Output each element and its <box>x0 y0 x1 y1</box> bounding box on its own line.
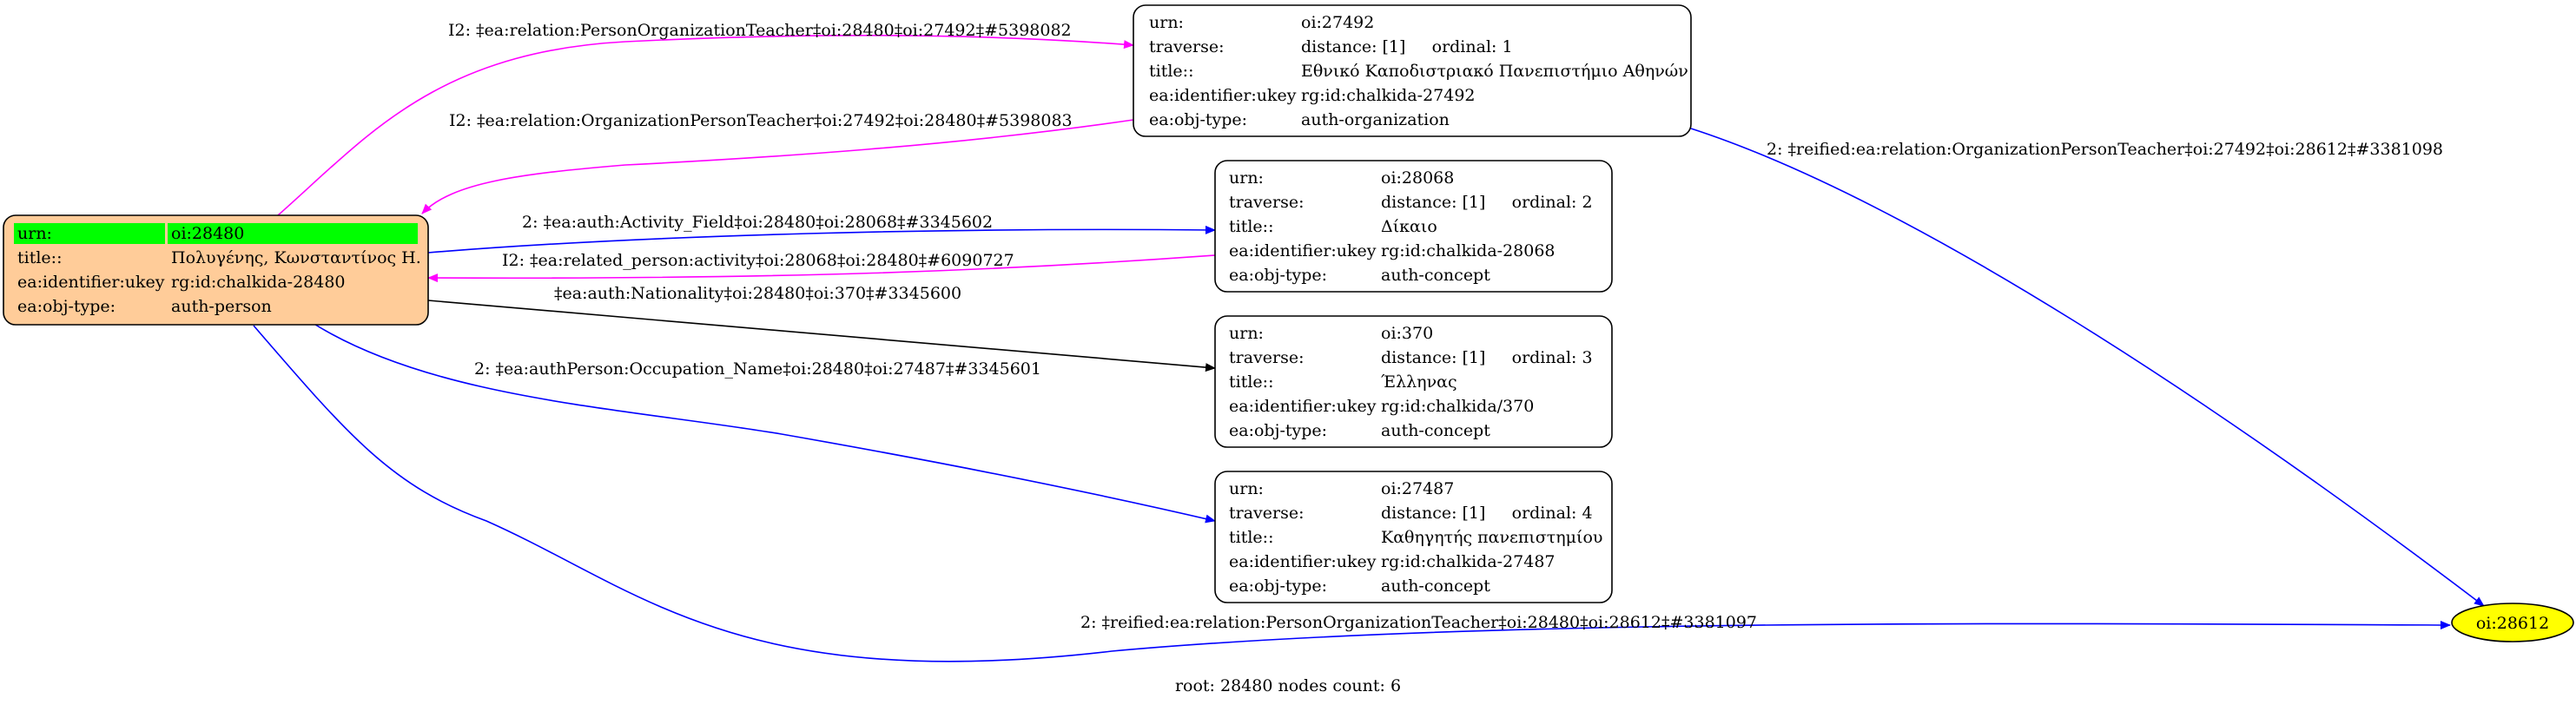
root-urn-key-highlight <box>14 223 165 244</box>
root-value: auth-person <box>171 297 272 316</box>
edge-labels: I2: ‡ea:relation:PersonOrganizationTeach… <box>448 21 2443 632</box>
node-28612[interactable]: oi:28612 <box>2451 603 2574 642</box>
edge-27492-to-28480 <box>421 119 1134 214</box>
edge-28480-to-28612 <box>253 325 2451 662</box>
node-key: ea:identifier:ukey <box>1229 397 1377 416</box>
node-value: distance: [1] ordinal: 2 <box>1381 193 1593 212</box>
root-key: urn: <box>17 224 52 243</box>
edge-label-e3: 2: ‡ea:auth:Activity_Field‡oi:28480‡oi:2… <box>522 213 993 232</box>
node-key: traverse: <box>1149 37 1225 56</box>
graph-footer: root: 28480 nodes count: 6 <box>1175 676 1401 695</box>
node-value: Δίκαιο <box>1381 217 1437 236</box>
edges <box>253 34 2485 662</box>
node-key: title:: <box>1229 372 1273 392</box>
node-value: rg:id:chalkida-27487 <box>1381 552 1556 571</box>
node-value: oi:28068 <box>1381 168 1454 188</box>
node-key: urn: <box>1229 324 1264 343</box>
edge-28480-to-27487 <box>312 322 1216 524</box>
node-value: rg:id:chalkida-27492 <box>1301 86 1476 105</box>
edge-28068-to-28480 <box>427 254 1216 283</box>
node-key: ea:identifier:ukey <box>1229 552 1377 571</box>
node-value: rg:id:chalkida-28068 <box>1381 241 1556 260</box>
edge-label-e5: ‡ea:auth:Nationality‡oi:28480‡oi:370‡#33… <box>554 284 961 303</box>
root-value: Πολυγένης, Κωνσταντίνος Η. <box>171 248 421 267</box>
node-value: auth-organization <box>1301 110 1450 129</box>
node-value: auth-concept <box>1381 266 1490 285</box>
root-key: ea:obj-type: <box>17 297 116 316</box>
node-value: oi:370 <box>1381 324 1433 343</box>
edge-label-e4: I2: ‡ea:related_person:activity‡oi:28068… <box>502 251 1014 270</box>
node-key: traverse: <box>1229 504 1305 523</box>
node-value: distance: [1] ordinal: 3 <box>1381 348 1593 367</box>
node-key: title:: <box>1229 217 1273 236</box>
node-key: urn: <box>1229 168 1264 188</box>
edge-28480-to-27492 <box>277 34 1134 216</box>
edge-label-e2: I2: ‡ea:relation:OrganizationPersonTeach… <box>449 111 1073 130</box>
edge-label-e1: I2: ‡ea:relation:PersonOrganizationTeach… <box>448 21 1072 40</box>
node-27492[interactable]: urn: oi:27492 traverse: distance: [1] or… <box>1133 4 1692 137</box>
edge-28480-to-370 <box>427 300 1216 372</box>
edge-label-e6: 2: ‡ea:authPerson:Occupation_Name‡oi:284… <box>474 359 1041 379</box>
node-key: urn: <box>1229 479 1264 498</box>
node-key: urn: <box>1149 13 1184 32</box>
node-value: Έλληνας <box>1381 372 1457 392</box>
node-value: auth-concept <box>1381 421 1490 440</box>
node-value: oi:27487 <box>1381 479 1454 498</box>
edge-label-e8: 2: ‡reified:ea:relation:PersonOrganizati… <box>1080 613 1757 632</box>
node-key: ea:obj-type: <box>1229 577 1327 596</box>
node-27487[interactable]: urn: oi:27487 traverse: distance: [1] or… <box>1214 471 1613 603</box>
node-value: distance: [1] ordinal: 4 <box>1381 504 1593 523</box>
node-key: title:: <box>1229 528 1273 547</box>
node-value: rg:id:chalkida/370 <box>1381 397 1534 416</box>
node-value: distance: [1] ordinal: 1 <box>1301 37 1513 56</box>
node-key: traverse: <box>1229 348 1305 367</box>
root-key: ea:identifier:ukey <box>17 273 165 292</box>
node-value: oi:27492 <box>1301 13 1374 32</box>
root-key: title:: <box>17 248 62 267</box>
root-value: rg:id:chalkida-28480 <box>171 273 346 292</box>
node-370[interactable]: urn: oi:370 traverse: distance: [1] ordi… <box>1214 315 1613 448</box>
node-root-28480[interactable]: urn: oi:28480 title:: Πολυγένης, Κωνσταν… <box>3 214 429 326</box>
node-28068[interactable]: urn: oi:28068 traverse: distance: [1] or… <box>1214 160 1613 293</box>
node-value: Καθηγητής πανεπιστημίου <box>1381 528 1602 547</box>
node-key: ea:obj-type: <box>1229 266 1327 285</box>
node-28612-label: oi:28612 <box>2476 614 2549 633</box>
edge-27492-to-28612 <box>1690 128 2485 607</box>
root-value: oi:28480 <box>171 224 244 243</box>
node-value: auth-concept <box>1381 577 1490 596</box>
node-key: ea:identifier:ukey <box>1229 241 1377 260</box>
node-key: ea:obj-type: <box>1149 110 1247 129</box>
node-key: title:: <box>1149 62 1193 81</box>
node-value: Εθνικό Καποδιστριακό Πανεπιστήμιο Αθηνών <box>1301 62 1688 81</box>
node-key: ea:obj-type: <box>1229 421 1327 440</box>
node-key: traverse: <box>1229 193 1305 212</box>
edge-28480-to-28068 <box>427 225 1216 254</box>
edge-label-e7: 2: ‡reified:ea:relation:OrganizationPers… <box>1767 140 2443 159</box>
node-key: ea:identifier:ukey <box>1149 86 1297 105</box>
root-urn-value-highlight <box>168 223 418 244</box>
